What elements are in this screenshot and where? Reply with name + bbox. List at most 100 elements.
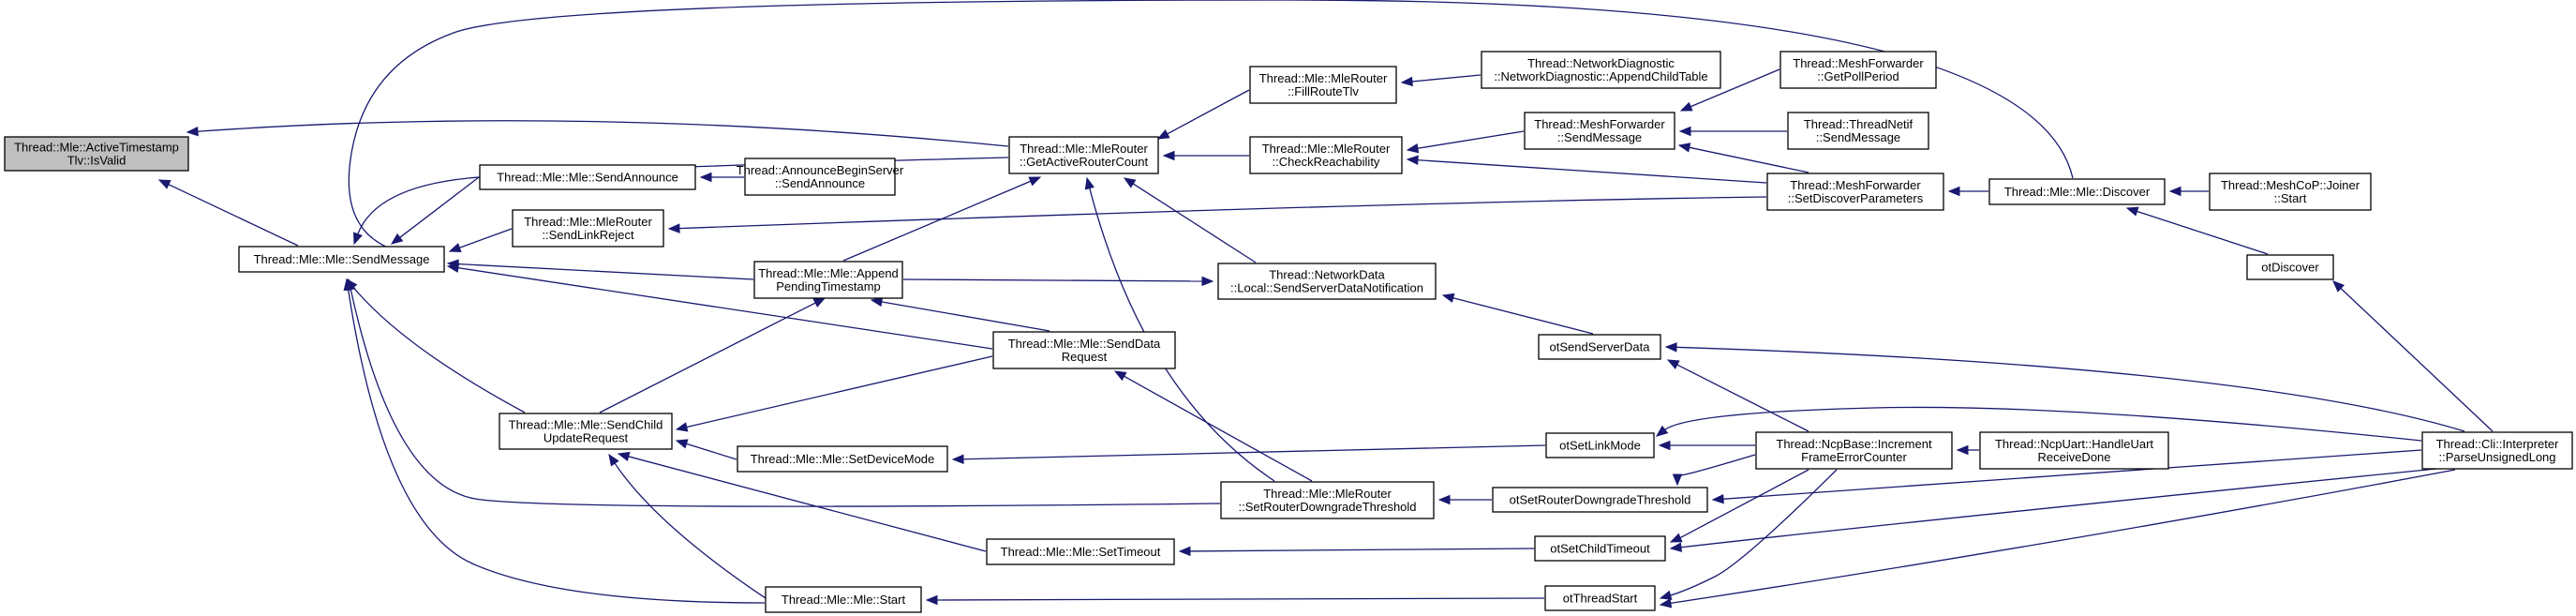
edge-n22-to-n8 <box>925 594 1545 606</box>
node-label: Thread::Mle::Mle::SendData <box>1008 337 1161 351</box>
node-label: Thread::Mle::Mle::SendMessage <box>254 252 430 266</box>
edge-line <box>1721 449 2422 500</box>
node-label: ReceiveDone <box>2037 450 2110 464</box>
node-box <box>1220 481 1435 519</box>
graph-node-n21[interactable]: otSetChildTimeout <box>1534 535 1666 562</box>
edge-n8-to-n5 <box>608 453 769 601</box>
arrowhead-icon <box>870 296 884 308</box>
edge-n26-to-n19 <box>1658 440 1755 451</box>
node-label: otSendServerData <box>1550 340 1651 354</box>
node-label: Thread::Mle::ActiveTimestamp <box>14 141 179 155</box>
graph-node-n18[interactable]: otSendServerData <box>1538 334 1661 360</box>
node-label: otSetRouterDowngradeThreshold <box>1510 493 1691 507</box>
graph-node-n23[interactable]: Thread::MeshForwarder::GetPollPeriod <box>1779 51 1937 89</box>
graph-node-n14[interactable]: Thread::NetworkData::Local::SendServerDa… <box>1217 263 1437 300</box>
edge-n4-to-n14 <box>902 276 1214 287</box>
graph-node-n8[interactable]: Thread::Mle::Mle::Start <box>765 586 922 613</box>
graph-node-n31[interactable]: Thread::Cli::Interpreter::ParseUnsignedL… <box>2421 431 2573 470</box>
edge-line <box>1669 469 1838 596</box>
node-label: Thread::Mle::Mle::Start <box>782 593 906 607</box>
edge-line <box>614 461 769 601</box>
arrowhead-icon <box>1679 101 1693 112</box>
arrowhead-icon <box>1201 276 1214 287</box>
edge-n31-to-n30 <box>2332 280 2494 432</box>
arrowhead-icon <box>617 451 631 462</box>
edge-line <box>1689 68 1780 108</box>
graph-node-n29[interactable]: Thread::MeshCoP::Joiner::Start <box>2209 173 2372 211</box>
graph-node-n30[interactable]: otDiscover <box>2246 254 2334 280</box>
arrowhead-icon <box>1677 143 1691 153</box>
arrowhead-icon <box>186 126 199 137</box>
node-label: ::Local::SendServerDataNotification <box>1230 281 1423 295</box>
graph-node-n1[interactable]: Thread::Mle::Mle::SendMessage <box>238 246 445 273</box>
edge-line <box>1416 159 1767 184</box>
edge-n31-to-n21 <box>1669 468 2437 552</box>
edge-n31-to-n20 <box>1711 449 2422 504</box>
graph-node-n20[interactable]: otSetRouterDowngradeThreshold <box>1492 487 1708 513</box>
arrowhead-icon <box>1123 177 1137 188</box>
edge-line <box>1132 182 1257 263</box>
arrowhead-icon <box>675 422 689 432</box>
arrowhead-icon <box>1406 155 1419 165</box>
node-label: Thread::Mle::MleRouter <box>1263 487 1392 501</box>
node-label: Thread::NetworkData <box>1269 268 1385 282</box>
edge-line <box>2136 210 2269 255</box>
edge-n31-to-n19 <box>1655 406 2422 442</box>
arrowhead-icon <box>1441 293 1455 303</box>
node-box <box>744 158 896 196</box>
node-box <box>1766 173 1944 211</box>
edge-line <box>347 288 766 604</box>
node-label: ::CheckReachability <box>1273 155 1380 169</box>
node-box <box>2209 173 2372 211</box>
arrowhead-icon <box>2125 206 2139 217</box>
node-label: Thread::NcpUart::HandleUart <box>1995 437 2153 451</box>
graph-node-n9[interactable]: Thread::AnnounceBeginServer::SendAnnounc… <box>737 158 904 196</box>
node-label: Thread::Mle::Mle::SetDeviceMode <box>751 452 935 466</box>
graph-node-n19[interactable]: otSetLinkMode <box>1545 432 1655 458</box>
edge-line <box>961 444 1546 460</box>
edge-n2-to-n1 <box>390 176 480 245</box>
graph-node-n3[interactable]: Thread::Mle::MleRouter::SendLinkReject <box>512 209 664 248</box>
edge-n25-to-n17 <box>1677 143 1809 173</box>
graph-node-n24[interactable]: Thread::ThreadNetif::SendMessage <box>1787 112 1929 150</box>
graph-node-n15[interactable]: Thread::Mle::MleRouter::SetRouterDowngra… <box>1220 481 1435 519</box>
graph-node-n11[interactable]: Thread::Mle::MleRouter::GetActiveRouterC… <box>1008 136 1159 174</box>
node-box <box>1538 334 1661 360</box>
edge-line <box>167 183 299 247</box>
arrowhead-icon <box>1711 493 1724 504</box>
node-label: Thread::Mle::MleRouter <box>1262 142 1391 156</box>
graph-node-n17[interactable]: Thread::MeshForwarder::SendMessage <box>1524 112 1675 150</box>
graph-node-n27[interactable]: Thread::Mle::Mle::Discover <box>1988 178 2166 205</box>
arrowhead-icon <box>2168 186 2181 197</box>
node-label: Thread::Mle::Mle::Discover <box>2004 185 2151 199</box>
arrowhead-icon <box>925 594 938 606</box>
node-box <box>1779 51 1937 89</box>
edge-n26-to-n21 <box>1669 469 1809 543</box>
graph-node-n16[interactable]: Thread::NetworkDiagnostic::NetworkDiagno… <box>1481 51 1721 89</box>
graph-node-n7[interactable]: Thread::Mle::Mle::SetTimeout <box>986 538 1175 565</box>
edge-line <box>842 180 1033 262</box>
edge-line <box>880 301 1050 332</box>
graph-node-n12[interactable]: Thread::Mle::MleRouter::FillRouteTlv <box>1249 66 1397 104</box>
node-label: UpdateRequest <box>543 431 629 445</box>
graph-node-n6[interactable]: Thread::Mle::Mle::SetDeviceMode <box>737 445 948 473</box>
node-box <box>737 445 948 473</box>
edge-n23-to-n17 <box>1679 68 1780 112</box>
graph-node-n22[interactable]: otThreadStart <box>1544 585 1656 611</box>
graph-node-n13[interactable]: Thread::Mle::MleRouter::CheckReachabilit… <box>1249 136 1403 174</box>
node-label: ::SendMessage <box>1816 130 1900 144</box>
node-box <box>1524 112 1675 150</box>
node-box <box>2421 431 2573 470</box>
arrowhead-icon <box>2332 280 2345 293</box>
edge-line <box>398 176 480 239</box>
graph-node-n2[interactable]: Thread::Mle::Mle::SendAnnounce <box>479 164 696 190</box>
node-label: otSetChildTimeout <box>1550 542 1650 556</box>
graph-node-n25[interactable]: Thread::MeshForwarder::SetDiscoverParame… <box>1766 173 1944 211</box>
graph-node-n26[interactable]: Thread::NcpBase::IncrementFrameErrorCoun… <box>1755 431 1953 470</box>
node-label: ::SendAnnounce <box>775 176 865 190</box>
